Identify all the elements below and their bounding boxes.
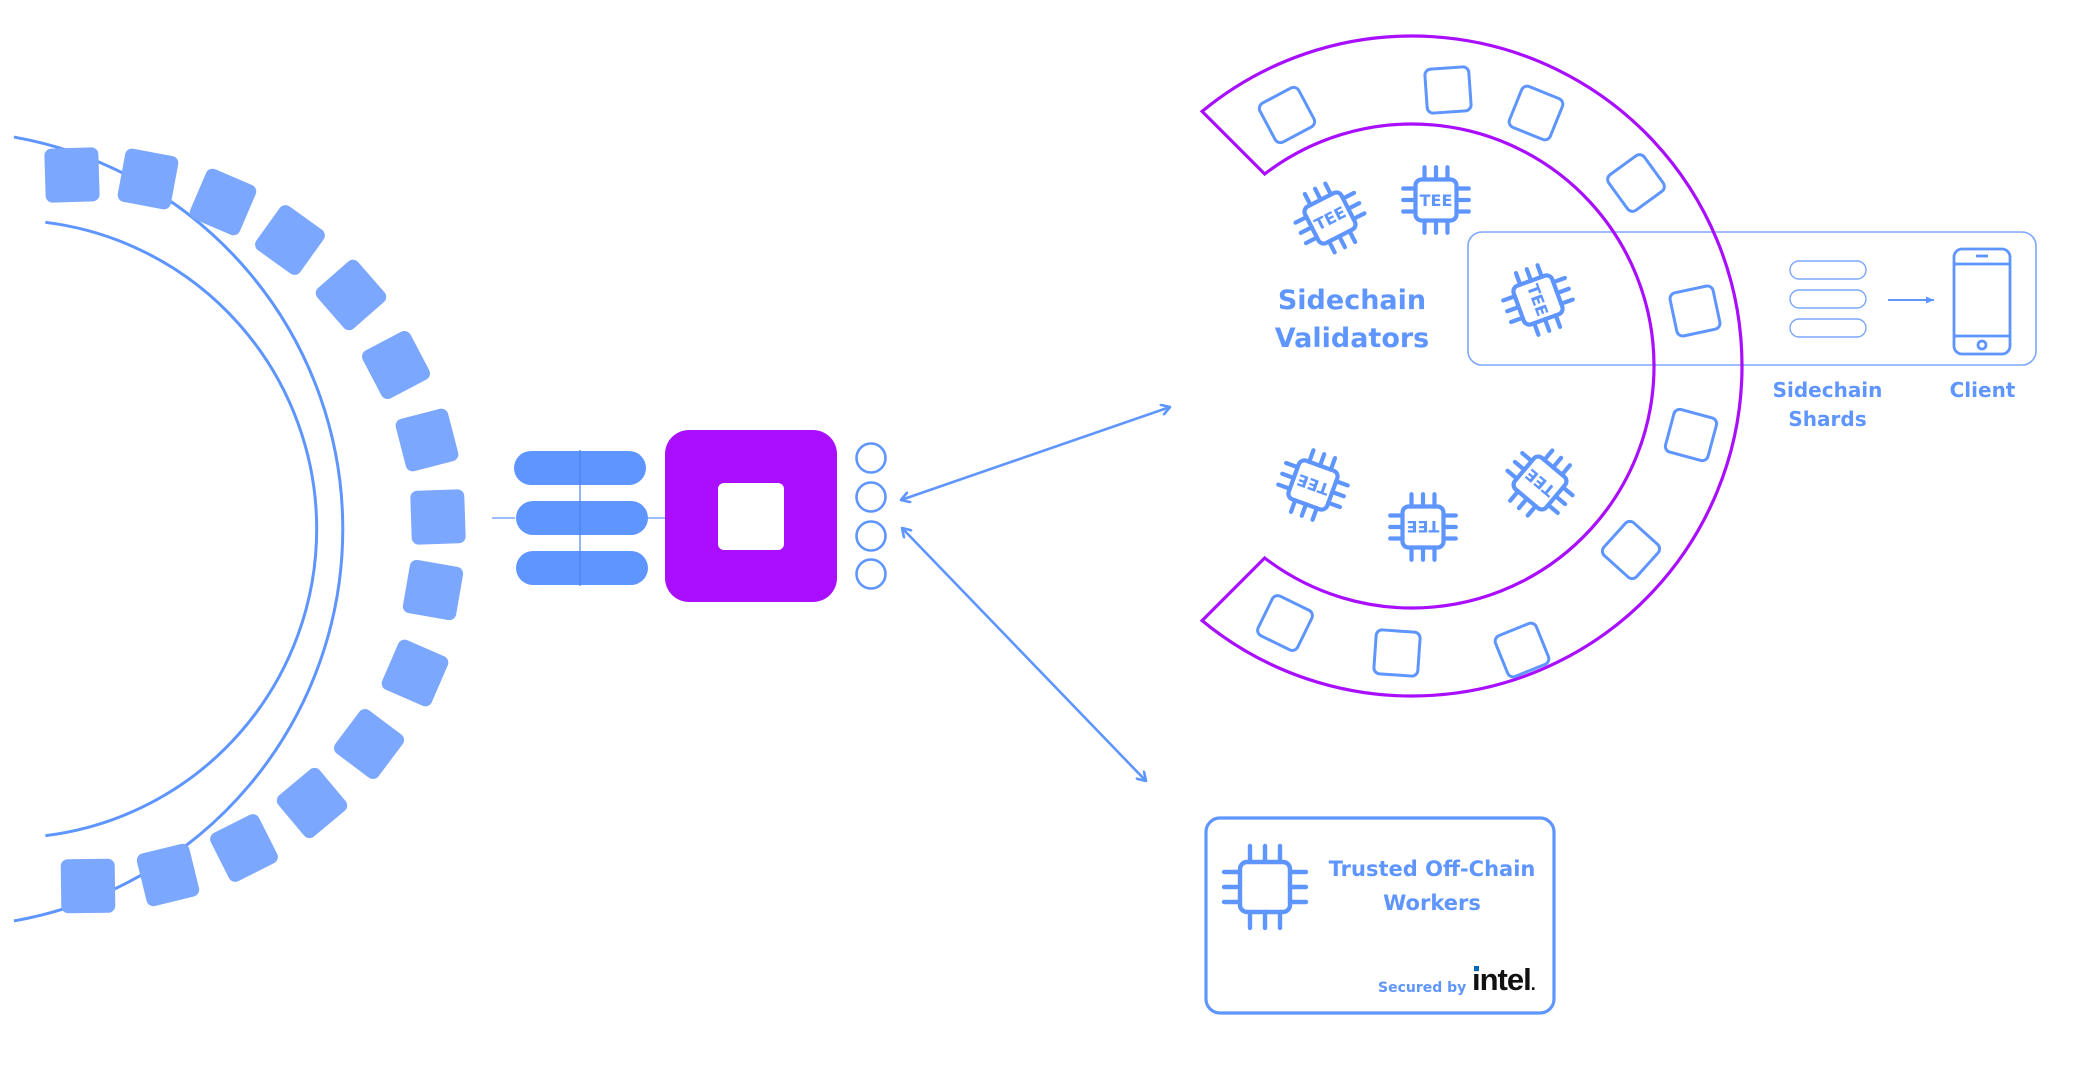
sidechain-shards bbox=[1789, 260, 1867, 338]
tee-chip-label: TEE bbox=[1523, 282, 1552, 319]
sidechain-shards-label: Sidechain Shards bbox=[1760, 376, 1895, 434]
parachain-block[interactable] bbox=[665, 430, 837, 602]
validators-label-line1: Sidechain bbox=[1277, 285, 1427, 316]
database-pill bbox=[516, 501, 648, 535]
port-circle bbox=[855, 442, 887, 474]
sidechain-node-square-icon bbox=[1663, 407, 1719, 463]
relay-node-square-icon bbox=[255, 205, 325, 275]
tee-chip-icon: TEE bbox=[1276, 448, 1350, 522]
relay-chain-inner-arc bbox=[45, 220, 319, 838]
parachain-ports bbox=[855, 442, 887, 590]
worker-title-line1: Trusted Off-Chain bbox=[1328, 857, 1536, 881]
tee-chip-icon: TEE bbox=[1388, 492, 1458, 562]
port-circle bbox=[855, 481, 887, 513]
shard-pill bbox=[1789, 289, 1867, 309]
tee-chip-label: TEE bbox=[1420, 191, 1453, 210]
sidechain-node-square-icon bbox=[1423, 65, 1473, 115]
intel-logo-text: intel bbox=[1472, 962, 1532, 997]
sidechain-node-square-icon bbox=[1256, 594, 1314, 652]
worker-card-frame bbox=[1204, 816, 1556, 1015]
tee-chip-label: TEE bbox=[1295, 470, 1332, 499]
shard-pill bbox=[1789, 260, 1867, 280]
relay-node-square-icon bbox=[381, 639, 449, 707]
relay-node-square-icon bbox=[410, 489, 466, 545]
phone-icon bbox=[1952, 247, 2012, 356]
arrow-to-sidechain bbox=[901, 407, 1170, 500]
sidechain-node-square-icon bbox=[1600, 519, 1662, 581]
secured-by-label: Secured by bbox=[1378, 980, 1467, 996]
tee-chips: TEE TEE TEE TEE TEE TEE bbox=[1276, 165, 1575, 562]
port-circle bbox=[855, 520, 887, 552]
worker-title-line2: Workers bbox=[1383, 891, 1481, 915]
inner-white-square bbox=[718, 483, 784, 550]
relay-node-square-icon bbox=[136, 843, 200, 907]
relay-node-square-icon bbox=[395, 408, 459, 472]
relay-node-square-icon bbox=[333, 708, 405, 780]
relay-node-square-icon bbox=[60, 858, 116, 914]
tee-chip-icon: TEE bbox=[1401, 165, 1471, 235]
shards-label-line2: Shards bbox=[1788, 407, 1867, 431]
relay-node-square-icon bbox=[189, 168, 257, 236]
intel-logo: intel. bbox=[1472, 962, 1536, 998]
relay-node-square-icon bbox=[402, 559, 464, 621]
intel-logo-square bbox=[1474, 966, 1479, 971]
sidechain-nodes bbox=[1256, 65, 1722, 679]
shards-label-line1: Sidechain bbox=[1772, 378, 1883, 402]
tee-chip-label: TEE bbox=[1311, 203, 1349, 235]
relay-chain-ring bbox=[13, 135, 466, 923]
chip-icon bbox=[1221, 843, 1309, 931]
sidechain-node-square-icon bbox=[1372, 628, 1422, 678]
tee-chip-label: TEE bbox=[1407, 517, 1440, 536]
sidechain-shard-box bbox=[1467, 231, 2037, 366]
sidechain-node-square-icon bbox=[1257, 85, 1317, 145]
arrow-to-workers bbox=[902, 528, 1146, 781]
worker-card-title: Trusted Off-Chain Workers bbox=[1322, 852, 1542, 920]
database-pill bbox=[516, 551, 648, 585]
shard-pill bbox=[1789, 318, 1867, 338]
tee-chip-icon: TEE bbox=[1293, 181, 1367, 255]
relay-node-square-icon bbox=[362, 331, 430, 399]
intel-logo-dot: . bbox=[1530, 974, 1536, 994]
port-circle bbox=[855, 558, 887, 590]
sidechain-ring: TEE TEE TEE TEE TEE TEE bbox=[1199, 34, 1744, 698]
relay-chain-nodes bbox=[44, 147, 466, 914]
relay-node-square-icon bbox=[210, 814, 278, 882]
relay-node-square-icon bbox=[44, 147, 100, 203]
client-label: Client bbox=[1949, 378, 2016, 402]
tee-chip-icon: TEE bbox=[1501, 263, 1575, 337]
relay-node-square-icon bbox=[315, 259, 387, 331]
collator-stack bbox=[492, 450, 667, 586]
sidechain-node-square-icon bbox=[1606, 153, 1666, 213]
relay-node-square-icon bbox=[276, 767, 348, 839]
sidechain-ring-outline bbox=[1199, 34, 1744, 698]
tee-chip-icon: TEE bbox=[1505, 448, 1575, 518]
validators-label-line2: Validators bbox=[1274, 323, 1430, 354]
sidechain-node-square-icon bbox=[1668, 284, 1722, 338]
sidechain-node-square-icon bbox=[1507, 84, 1565, 142]
trusted-off-chain-workers-card[interactable] bbox=[1204, 816, 1556, 1015]
relay-node-square-icon bbox=[117, 148, 179, 210]
sidechain-validators-label: Sidechain Validators bbox=[1262, 282, 1442, 358]
sidechain-node-square-icon bbox=[1493, 621, 1551, 679]
